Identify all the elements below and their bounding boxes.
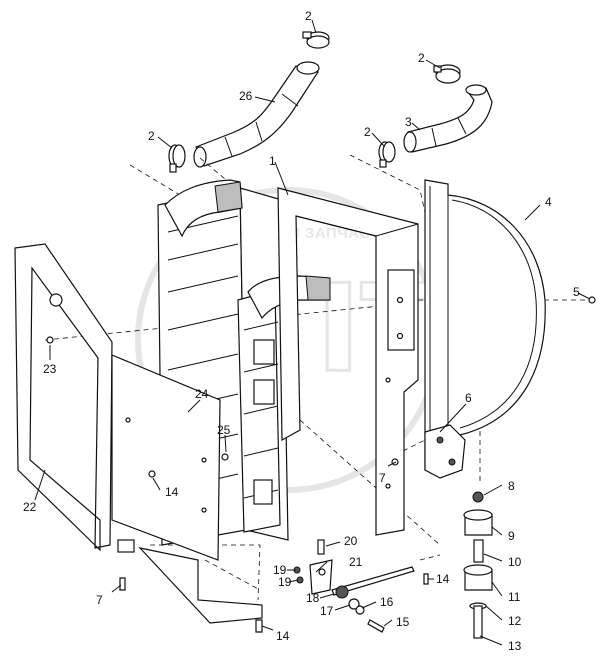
callout-3: 3 bbox=[405, 115, 412, 129]
callout-23: 23 bbox=[43, 362, 57, 376]
mount-stack bbox=[463, 491, 493, 639]
callout-11: 11 bbox=[508, 590, 521, 604]
callout-2-top-clamp: 2 bbox=[305, 9, 312, 23]
callout-13: 13 bbox=[508, 639, 522, 653]
callout-8: 8 bbox=[508, 479, 515, 493]
callout-14-rod: 14 bbox=[436, 572, 450, 586]
callout-21: 21 bbox=[349, 555, 363, 569]
bolt-13 bbox=[473, 605, 483, 639]
callout-1: 1 bbox=[269, 154, 276, 168]
callout-19-upper: 19 bbox=[273, 563, 287, 577]
side-frame-22 bbox=[14, 243, 135, 553]
callout-18: 18 bbox=[306, 591, 320, 605]
hose-clamp-top-26 bbox=[302, 31, 330, 49]
fan-shroud-4 bbox=[424, 179, 546, 473]
leader-lines bbox=[34, 19, 591, 646]
callout-19-lower: 19 bbox=[278, 575, 292, 589]
callout-12: 12 bbox=[508, 614, 522, 628]
callout-20: 20 bbox=[344, 534, 358, 548]
callout-14-screen: 14 bbox=[165, 485, 179, 499]
callout-26: 26 bbox=[239, 89, 253, 103]
lower-plate bbox=[138, 547, 263, 624]
hose-clamp-left-2 bbox=[168, 144, 186, 173]
lower-hose-3 bbox=[403, 84, 493, 153]
hose-clamp-right-top-2 bbox=[433, 64, 461, 84]
screen-panel-24 bbox=[111, 354, 221, 561]
callout-2-left-clamp: 2 bbox=[148, 129, 155, 143]
callout-9: 9 bbox=[508, 529, 515, 543]
radiator-frame-1 bbox=[277, 187, 419, 536]
hose-clamp-right-2 bbox=[378, 141, 396, 168]
rod-bracket-21 bbox=[46, 296, 596, 633]
callout-15: 15 bbox=[396, 615, 410, 629]
callout-22: 22 bbox=[23, 500, 37, 514]
callout-2-right-top-clamp: 2 bbox=[418, 51, 425, 65]
sleeve-10 bbox=[473, 539, 484, 563]
callout-4: 4 bbox=[545, 195, 552, 209]
callout-7-left: 7 bbox=[96, 593, 103, 607]
nut-8 bbox=[472, 491, 484, 503]
callout-14-plate: 14 bbox=[276, 629, 290, 643]
callout-6: 6 bbox=[465, 391, 472, 405]
callout-17: 17 bbox=[320, 604, 334, 618]
callout-7-right: 7 bbox=[379, 471, 386, 485]
callout-25: 25 bbox=[217, 423, 231, 437]
callout-16: 16 bbox=[380, 595, 394, 609]
callout-10: 10 bbox=[508, 555, 522, 569]
callout-24: 24 bbox=[195, 387, 209, 401]
mount-bracket-6 bbox=[424, 424, 466, 479]
upper-hose-26 bbox=[193, 61, 320, 168]
callout-5: 5 bbox=[573, 285, 580, 299]
callout-labels: 2 26 2 2 2 3 1 4 5 6 7 7 8 9 10 11 12 13… bbox=[23, 9, 580, 653]
callout-2-right-clamp: 2 bbox=[364, 125, 371, 139]
